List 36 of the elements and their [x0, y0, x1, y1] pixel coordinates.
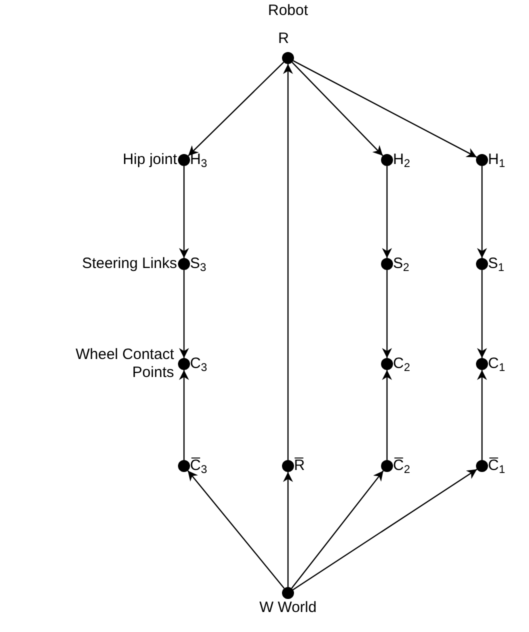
arrow: [382, 166, 392, 258]
arrow: [293, 60, 477, 158]
point-symbol: S$_{2}$: [393, 254, 410, 276]
arrow: [477, 166, 487, 258]
row-label: Steering Links: [82, 254, 177, 274]
point-symbol: S$_{3}$: [190, 254, 206, 276]
arrow: [477, 370, 487, 460]
node-label: Robot: [268, 1, 308, 21]
row-label: Wheel Contact Points: [74, 346, 174, 382]
point-symbol: C̅$_{1}$: [488, 456, 506, 478]
arrow: [291, 470, 384, 589]
point-symbol: H$_{1}$: [488, 150, 506, 172]
point-symbol: H$_{3}$: [190, 150, 208, 172]
arrow: [283, 64, 293, 460]
arrow: [477, 270, 487, 358]
point-symbol: S$_{1}$: [488, 254, 504, 276]
arrow: [179, 166, 189, 258]
arrow: [382, 370, 392, 460]
node-label: W World: [259, 598, 317, 618]
point-symbol: C$_{1}$: [488, 354, 506, 376]
arrow: [382, 270, 392, 358]
arrow: [283, 472, 293, 587]
point-symbol: C$_{2}$: [393, 354, 410, 376]
point-symbol: C̅$_{3}$: [190, 456, 208, 478]
arrow: [292, 62, 384, 156]
point-symbol: R: [278, 29, 289, 49]
arrow: [187, 470, 285, 589]
arrow: [188, 62, 284, 156]
arrow: [179, 270, 189, 358]
point-symbol: C̅$_{2}$: [393, 456, 410, 478]
arrow: [179, 370, 189, 460]
point-symbol: C$_{3}$: [190, 354, 208, 376]
point-symbol: H$_{2}$: [393, 150, 410, 172]
arrow: [292, 468, 478, 590]
point-symbol: R̅: [294, 456, 305, 476]
row-label: Hip joint: [122, 150, 177, 170]
